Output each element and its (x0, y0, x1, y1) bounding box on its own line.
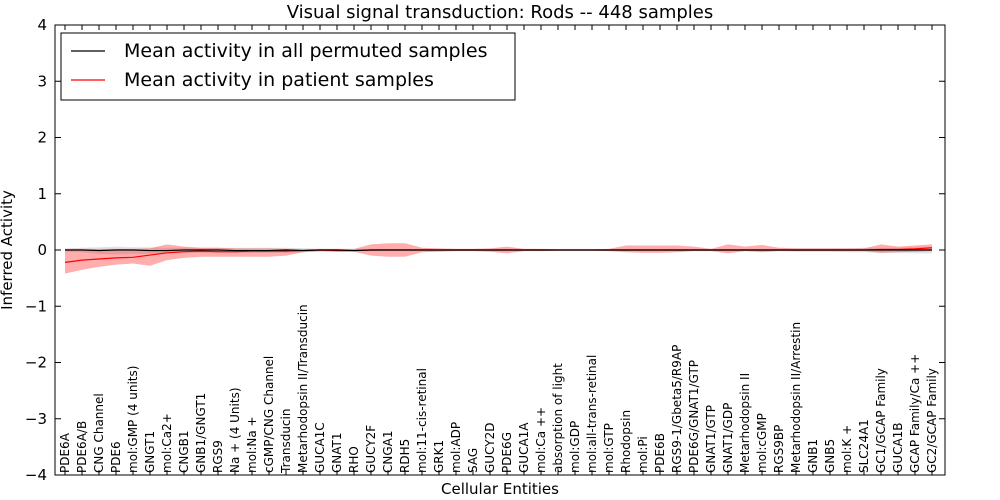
x-tick-label: SAG (466, 448, 480, 473)
x-tick-label: cGMP/CNG Channel (262, 356, 276, 473)
x-tick-label: mol:11-cis-retinal (415, 368, 429, 473)
x-axis-label: Cellular Entities (441, 480, 559, 498)
y-axis: 4 3 2 1 0 −1 −2 −3 −4 (25, 16, 945, 484)
x-tick-label: GCAP Family/Ca ++ (908, 354, 922, 473)
x-tick-label: PDE6 (109, 441, 123, 473)
x-tick-label: GRK1 (432, 440, 446, 473)
x-tick-label: PDE6G/GNAT1/GTP (687, 360, 701, 473)
x-tick-label: mol:ADP (449, 422, 463, 473)
legend-label-permuted: Mean activity in all permuted samples (124, 40, 487, 62)
x-tick-label: mol:Pi (636, 436, 650, 473)
x-tick-label: GUCA1C (313, 422, 327, 473)
confidence-bands (65, 243, 932, 274)
x-tick-label: CNGA1 (381, 431, 395, 474)
x-tick-label: CNG Channel (92, 393, 106, 473)
y-tick-label: −4 (25, 466, 47, 484)
x-tick-label: GNB5 (823, 439, 837, 473)
y-tick-label: 3 (37, 72, 47, 90)
y-tick-label: 1 (37, 185, 47, 203)
x-tick-label: GNGT1 (143, 431, 157, 473)
x-tick-label: absorption of light (551, 363, 565, 473)
line-permuted (65, 249, 932, 252)
x-tick-label: Metarhodopsin II/Arrestin (789, 322, 803, 473)
y-tick-label: 4 (37, 16, 47, 34)
x-tick-label: GUCY2F (364, 425, 378, 473)
y-tick-label: −2 (25, 354, 47, 372)
x-tick-label: GUCY2D (483, 423, 497, 473)
x-tick-label: Na + (4 Units) (228, 387, 242, 473)
x-tick-label: Rhodopsin (619, 410, 633, 473)
y-tick-label: 2 (37, 129, 47, 147)
x-tick-label: RGS9 (211, 440, 225, 473)
x-tick-label: RHO (347, 446, 361, 473)
x-tick-label: GC2/GCAP Family (925, 368, 939, 473)
x-tick-label: GUCA1B (891, 422, 905, 473)
series-lines (64, 247, 933, 263)
x-tick-label: GNB1 (806, 439, 820, 473)
x-tick-label: PDE6G (500, 432, 514, 473)
x-tick-label: mol:GMP (4 units) (126, 366, 140, 473)
x-tick-label: GC1/GCAP Family (874, 368, 888, 473)
x-tick-label: mol:GDP (568, 421, 582, 473)
x-tick-label: SLC24A1 (857, 419, 871, 473)
x-tick-label: GNAT1 (330, 432, 344, 473)
y-tick-label: −3 (25, 410, 47, 428)
x-tick-label: CNGB1 (177, 430, 191, 473)
y-tick-label: −1 (25, 297, 47, 315)
x-tick-label: GUCA1A (517, 422, 531, 473)
band-patient (65, 243, 932, 274)
x-tick-label: GNAT1/GDP (721, 403, 735, 473)
x-tick-label: PDE6A/B (75, 421, 89, 473)
x-tick-label: GNAT1/GTP (704, 405, 718, 473)
x-tick-label: mol:cGMP (755, 413, 769, 473)
x-tick-label: Metarhodopsin II (738, 373, 752, 473)
x-tick-label: mol:Ca2+ (160, 413, 174, 473)
y-axis-label: Inferred Activity (0, 190, 16, 310)
x-tick-label: Transducin (279, 409, 293, 474)
x-tick-label: GNB1/GNGT1 (194, 393, 208, 473)
x-tick-label: mol:all-trans-retinal (585, 355, 599, 473)
x-tick-label: mol:Ca ++ (534, 407, 548, 473)
x-tick-label: PDE6A (58, 432, 72, 473)
x-tick-label: mol:Na + (245, 416, 259, 473)
legend-box (60, 32, 516, 101)
x-tick-label: mol:K + (840, 425, 854, 473)
legend: Mean activity in all permuted samples Me… (60, 32, 516, 101)
x-tick-label: Metarhodopsin II/Transducin (296, 304, 310, 473)
legend-label-patient: Mean activity in patient samples (124, 69, 434, 91)
x-tick-label: mol:GTP (602, 423, 616, 473)
y-tick-label: 0 (37, 241, 47, 259)
x-tick-label: RGS9-1/Gbeta5/R9AP (670, 345, 684, 473)
x-tick-label: RDH5 (398, 439, 412, 473)
x-tick-label: RGS9BP (772, 425, 786, 473)
chart-title: Visual signal transduction: Rods -- 448 … (287, 2, 714, 23)
x-tick-label: PDE6B (653, 433, 667, 473)
